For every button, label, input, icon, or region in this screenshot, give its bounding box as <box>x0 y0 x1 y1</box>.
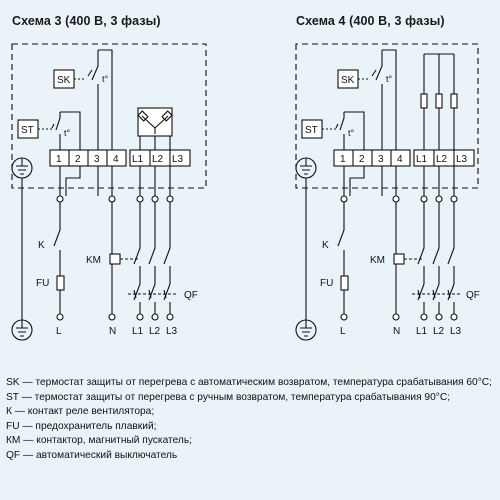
km-coil-icon <box>393 253 405 265</box>
st-temp-label: t° <box>348 128 355 138</box>
qf-breaker-icon <box>133 283 171 314</box>
terminal-3: 3 <box>378 154 384 165</box>
terminal-3: 3 <box>94 154 100 165</box>
motor-star-icon <box>141 115 169 134</box>
bottom-label-l: L <box>340 326 346 337</box>
bottom-label-l: L <box>56 326 62 337</box>
qf-label: QF <box>466 290 480 301</box>
bottom-label-l3: L3 <box>450 326 462 337</box>
bottom-label-n: N <box>393 326 400 337</box>
terminal-l3: L3 <box>172 154 184 165</box>
terminal-1: 1 <box>56 154 62 165</box>
km-label: KM <box>86 255 101 266</box>
k-label: K <box>38 240 45 251</box>
legend-k: К — контакт реле вентилятора; <box>6 406 155 418</box>
legend: SK — термостат защиты от перегрева с авт… <box>6 376 492 464</box>
st-temp-label: t° <box>64 128 71 138</box>
sk-contact-icon <box>91 50 99 81</box>
st-label: ST <box>305 125 318 136</box>
st-label: ST <box>21 125 34 136</box>
k-contact-icon <box>337 202 345 268</box>
terminal-block: 1 2 3 4 L1 L2 L3 <box>333 149 475 167</box>
terminal-2: 2 <box>75 154 81 165</box>
sk-label: SK <box>341 75 355 86</box>
legend-km: КМ — контактор, магнитный пускатель; <box>6 435 192 447</box>
st-contact-icon <box>55 112 61 131</box>
k-contact-icon <box>53 202 61 268</box>
qf-label: QF <box>184 290 198 301</box>
terminal-l1: L1 <box>416 154 428 165</box>
terminal-l3: L3 <box>456 154 468 165</box>
scheme3-diagram: SK t° ST t° 1 2 3 4 <box>11 43 207 341</box>
legend-qf: QF — автоматический выключатель <box>6 449 178 461</box>
legend-fu: FU — предохранитель плавкий; <box>6 420 157 432</box>
terminal-1: 1 <box>340 154 346 165</box>
legend-st: ST — термостат защиты от перегрева с руч… <box>6 391 451 403</box>
sk-temp-label: t° <box>386 74 393 84</box>
fu-fuse-icon <box>340 275 349 291</box>
k-label: K <box>322 240 329 251</box>
scheme4-title: Схема 4 (400 В, 3 фазы) <box>296 14 445 28</box>
fu-label: FU <box>36 278 49 289</box>
bottom-label-l3: L3 <box>166 326 178 337</box>
heater-element-3 <box>450 93 458 109</box>
st-contact-icon <box>339 112 345 131</box>
km-coil-icon <box>109 253 121 265</box>
scheme4-diagram: SK t° ST t° 1 2 3 4 L1 L2 L3 <box>295 43 480 341</box>
km-label: KM <box>370 255 385 266</box>
enclosure-border <box>295 43 479 189</box>
bottom-label-l2: L2 <box>149 326 161 337</box>
sk-temp-label: t° <box>102 74 109 84</box>
terminal-l2: L2 <box>436 154 448 165</box>
sk-contact-icon <box>375 50 383 81</box>
heater-element-2 <box>435 93 443 109</box>
bottom-label-l1: L1 <box>416 326 428 337</box>
bottom-label-l1: L1 <box>132 326 144 337</box>
qf-breaker-icon <box>417 283 455 314</box>
scheme3-title: Схема 3 (400 В, 3 фазы) <box>12 14 161 28</box>
terminal-l2: L2 <box>152 154 164 165</box>
sk-label: SK <box>57 75 71 86</box>
terminal-l1: L1 <box>132 154 144 165</box>
enclosure-border <box>11 43 207 189</box>
terminal-4: 4 <box>397 154 403 165</box>
terminal-block: 1 2 3 4 L1 L2 L3 <box>49 149 191 167</box>
fu-fuse-icon <box>56 275 65 291</box>
terminal-4: 4 <box>113 154 119 165</box>
bottom-label-l2: L2 <box>433 326 445 337</box>
heater-element-1 <box>420 93 428 109</box>
legend-sk: SK — термостат защиты от перегрева с авт… <box>6 377 492 388</box>
terminal-2: 2 <box>359 154 365 165</box>
bottom-label-n: N <box>109 326 116 337</box>
fu-label: FU <box>320 278 333 289</box>
